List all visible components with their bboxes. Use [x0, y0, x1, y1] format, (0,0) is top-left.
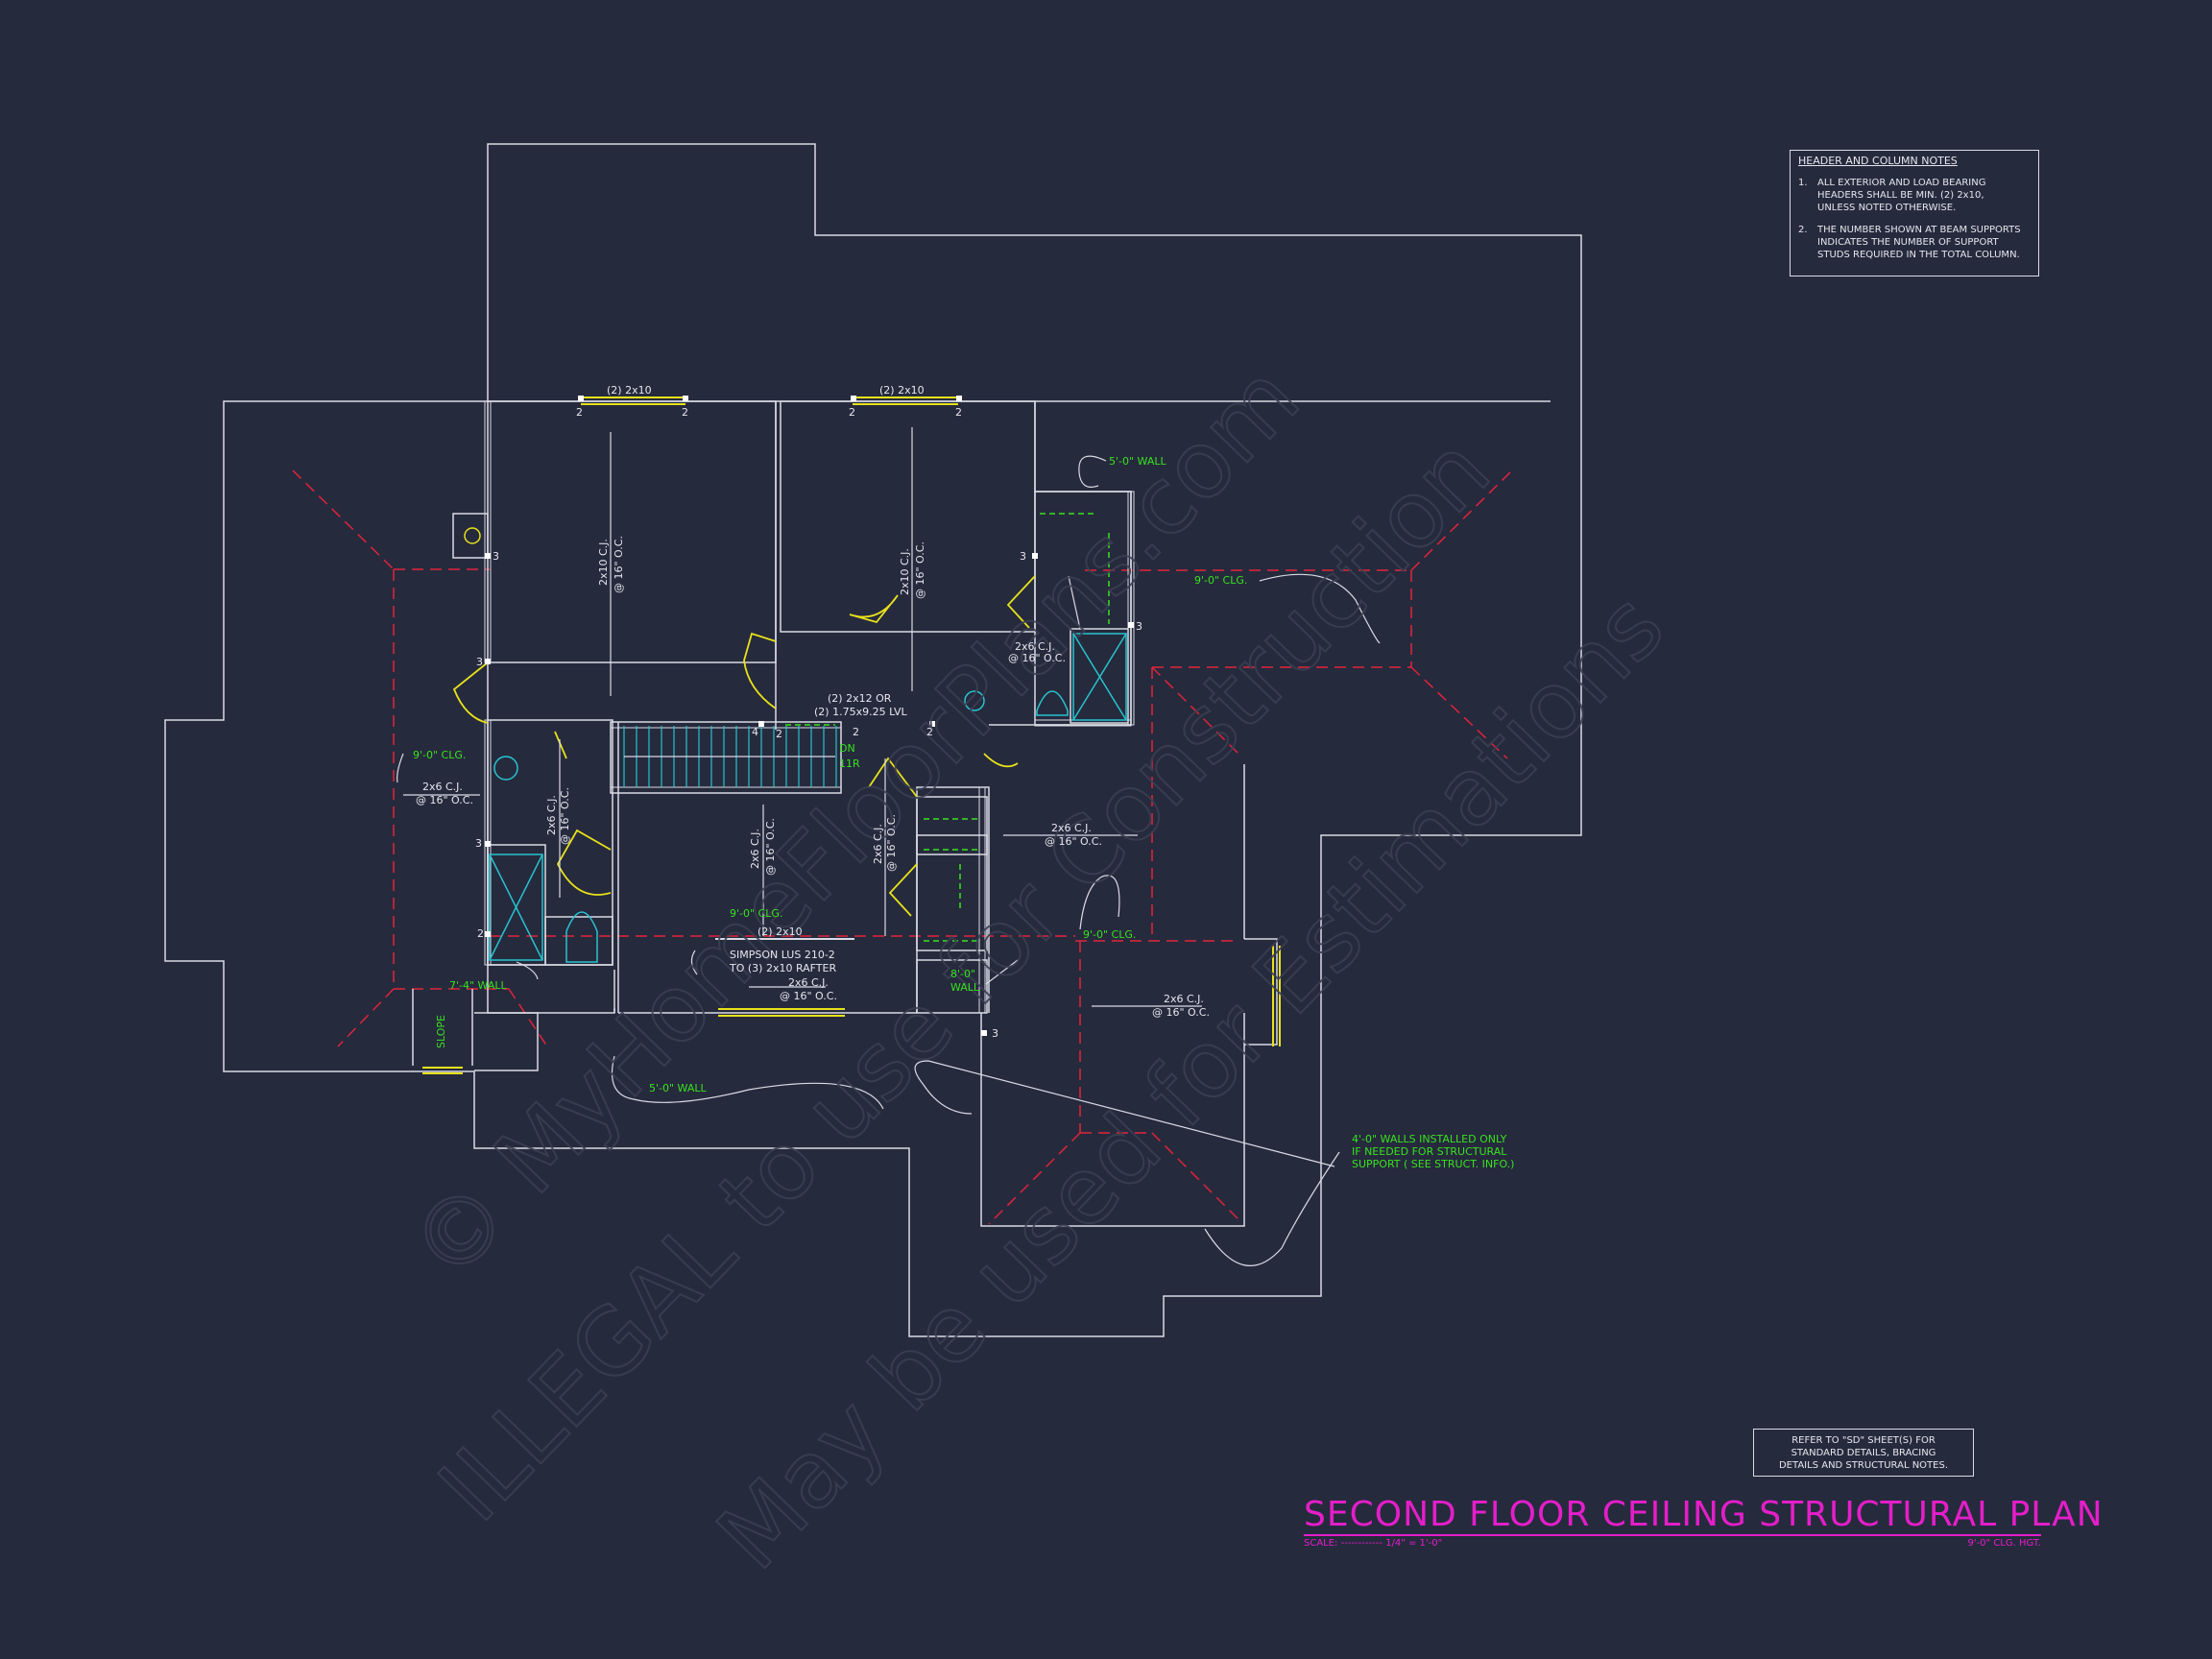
- note-line: THE NUMBER SHOWN AT BEAM SUPPORTS: [1817, 225, 2021, 235]
- door-swings: [452, 575, 1036, 917]
- drawing-title: SECOND FLOOR CEILING STRUCTURAL PLAN: [1304, 1495, 2104, 1536]
- label-cj-2x6-right2: @ 16" O.C.: [1045, 835, 1102, 848]
- support-count: 2: [776, 728, 782, 740]
- label-cj-2x6-mid2: @ 16" O.C.: [764, 818, 777, 876]
- note-item: 2. THE NUMBER SHOWN AT BEAM SUPPORTS IND…: [1798, 224, 2031, 261]
- label-cj-2x6-bottom: 2x6 C.J.: [788, 976, 829, 989]
- label-9ft-clg-right: 9'-0" CLG.: [1194, 574, 1247, 587]
- scale-value: ------------ 1/4" = 1'-0": [1340, 1538, 1443, 1549]
- support-count: 2: [853, 726, 859, 738]
- label-simpson-2: TO (3) 2x10 RAFTER: [729, 962, 836, 974]
- label-cj-2x6-midb: 2x6 C.J.: [872, 824, 884, 864]
- headers: [422, 397, 1281, 1074]
- label-header-right: (2) 2x10: [879, 384, 925, 397]
- hip-lines: [292, 469, 1513, 1225]
- label-cj-2x6-left: 2x6 C.J.: [422, 781, 463, 793]
- support-count: 3: [1020, 550, 1026, 563]
- support-count: 3: [493, 550, 499, 563]
- ceiling-height: 9'-0" CLG. HGT.: [1967, 1538, 2041, 1549]
- reference-line: STANDARD DETAILS, BRACING: [1791, 1448, 1936, 1458]
- label-cj-2x6-mid: 2x6 C.J.: [749, 829, 761, 869]
- label-header-left: (2) 2x10: [607, 384, 652, 397]
- header-column-notes: HEADER AND COLUMN NOTES 1. ALL EXTERIOR …: [1790, 150, 2039, 276]
- support-count: 2: [849, 406, 855, 419]
- support-count: 4: [752, 726, 758, 738]
- label-cj-2x6-midb2: @ 16" O.C.: [885, 814, 898, 872]
- label-cj-2x10-b: 2x10 C.J.: [899, 548, 911, 595]
- label-simpson-1: SIMPSON LUS 210-2: [730, 949, 835, 961]
- support-count: 3: [475, 837, 482, 850]
- reference-line: DETAILS AND STRUCTURAL NOTES.: [1778, 1460, 1948, 1471]
- label-5ft-wall-top: 5'-0" WALL: [1109, 455, 1166, 468]
- label-8ft-wall-b: WALL: [950, 981, 980, 994]
- reference-note: REFER TO "SD" SHEET(S) FOR STANDARD DETA…: [1753, 1429, 1974, 1477]
- label-4ft-note-1: 4'-0" WALLS INSTALLED ONLY: [1352, 1133, 1507, 1145]
- title-block: SECOND FLOOR CEILING STRUCTURAL PLAN SCA…: [1304, 1495, 2104, 1549]
- support-count: 3: [476, 656, 483, 668]
- note-number: 1.: [1798, 178, 1808, 188]
- note-line: INDICATES THE NUMBER OF SUPPORT: [1817, 237, 1999, 248]
- label-5ft-wall-bottom: 5'-0" WALL: [649, 1082, 707, 1094]
- support-count: 2: [477, 927, 484, 940]
- leader-lines: [397, 455, 1381, 1266]
- scale: SCALE: ------------ 1/4" = 1'-0": [1304, 1538, 1442, 1549]
- note-text: THE NUMBER SHOWN AT BEAM SUPPORTS INDICA…: [1817, 224, 2021, 261]
- note-line: ALL EXTERIOR AND LOAD BEARING: [1817, 178, 1986, 188]
- label-cj-2x10-b2: @ 16" O.C.: [914, 541, 926, 599]
- plan-labels: (2) 2x10 (2) 2x10 2x10 C.J. @ 16" O.C. 2…: [413, 384, 1514, 1170]
- partial-walls: [785, 513, 1110, 942]
- note-line: UNLESS NOTED OTHERWISE.: [1817, 203, 1957, 213]
- label-header-center: (2) 2x10: [757, 926, 803, 938]
- reference-line: REFER TO "SD" SHEET(S) FOR: [1791, 1435, 1936, 1446]
- label-stair-dn: DN: [839, 742, 855, 755]
- label-4ft-note-2: IF NEEDED FOR STRUCTURAL: [1352, 1145, 1507, 1158]
- watermark: © MyHomeFloorPlans.com ILLEGAL to use fo…: [389, 344, 1686, 1591]
- support-count: 3: [1136, 620, 1142, 633]
- label-cj-2x10-a2: @ 16" O.C.: [613, 536, 625, 593]
- span-arrows: [403, 427, 1202, 1007]
- label-cj-2x6-right: 2x6 C.J.: [1051, 822, 1092, 834]
- support-count: 2: [576, 406, 583, 419]
- note-number: 2.: [1798, 225, 1808, 235]
- note-item: 1. ALL EXTERIOR AND LOAD BEARING HEADERS…: [1798, 177, 2031, 214]
- label-7ft-wall: 7'-4" WALL: [449, 979, 507, 992]
- label-cj-2x6-vert-a2: @ 16" O.C.: [559, 787, 571, 845]
- label-8ft-wall-a: 8'-0": [950, 968, 975, 980]
- label-cj-2x6-bottom2: @ 16" O.C.: [780, 990, 837, 1002]
- support-count: 3: [992, 1027, 998, 1040]
- support-markers: [485, 396, 1134, 1036]
- label-9ft-clg-center: 9'-0" CLG.: [730, 907, 782, 920]
- label-cj-2x6-left2: @ 16" O.C.: [416, 794, 473, 806]
- support-count: 2: [682, 406, 688, 419]
- label-cj-2x6-lower: 2x6 C.J.: [1164, 993, 1204, 1005]
- label-slope: SLOPE: [435, 1015, 447, 1048]
- label-stair-count: 11R: [839, 757, 860, 770]
- notes-title: HEADER AND COLUMN NOTES: [1798, 155, 1958, 167]
- support-count: 2: [926, 726, 933, 738]
- title-sub: SCALE: ------------ 1/4" = 1'-0" 9'-0" C…: [1304, 1538, 2041, 1549]
- label-cj-2x6-bath2: @ 16" O.C.: [1008, 652, 1066, 664]
- label-cj-2x6-vert-a: 2x6 C.J.: [545, 795, 558, 835]
- label-9ft-clg-mid: 9'-0" CLG.: [1083, 928, 1136, 941]
- support-count: 2: [955, 406, 962, 419]
- fixtures: [452, 513, 1127, 963]
- scale-label: SCALE:: [1304, 1538, 1338, 1549]
- label-9ft-clg-left: 9'-0" CLG.: [413, 749, 466, 761]
- label-beam-2x12: (2) 2x12 OR: [828, 692, 892, 705]
- note-text: ALL EXTERIOR AND LOAD BEARING HEADERS SH…: [1817, 177, 1985, 214]
- label-4ft-note-3: SUPPORT ( SEE STRUCT. INFO.): [1352, 1158, 1514, 1170]
- label-cj-2x10-a: 2x10 C.J.: [597, 539, 610, 586]
- note-line: HEADERS SHALL BE MIN. (2) 2x10,: [1817, 190, 1984, 201]
- label-beam-lvl: (2) 1.75x9.25 LVL: [814, 706, 908, 718]
- label-cj-2x6-lower2: @ 16" O.C.: [1152, 1006, 1210, 1019]
- label-cj-2x6-bath: 2x6 C.J.: [1015, 640, 1055, 653]
- stair-treads: [623, 726, 837, 787]
- note-line: STUDS REQUIRED IN THE TOTAL COLUMN.: [1817, 250, 2020, 260]
- support-count-labels: 2 2 2 2 3 3 3 3 3 2 2 4 2 3 2: [475, 406, 1142, 1040]
